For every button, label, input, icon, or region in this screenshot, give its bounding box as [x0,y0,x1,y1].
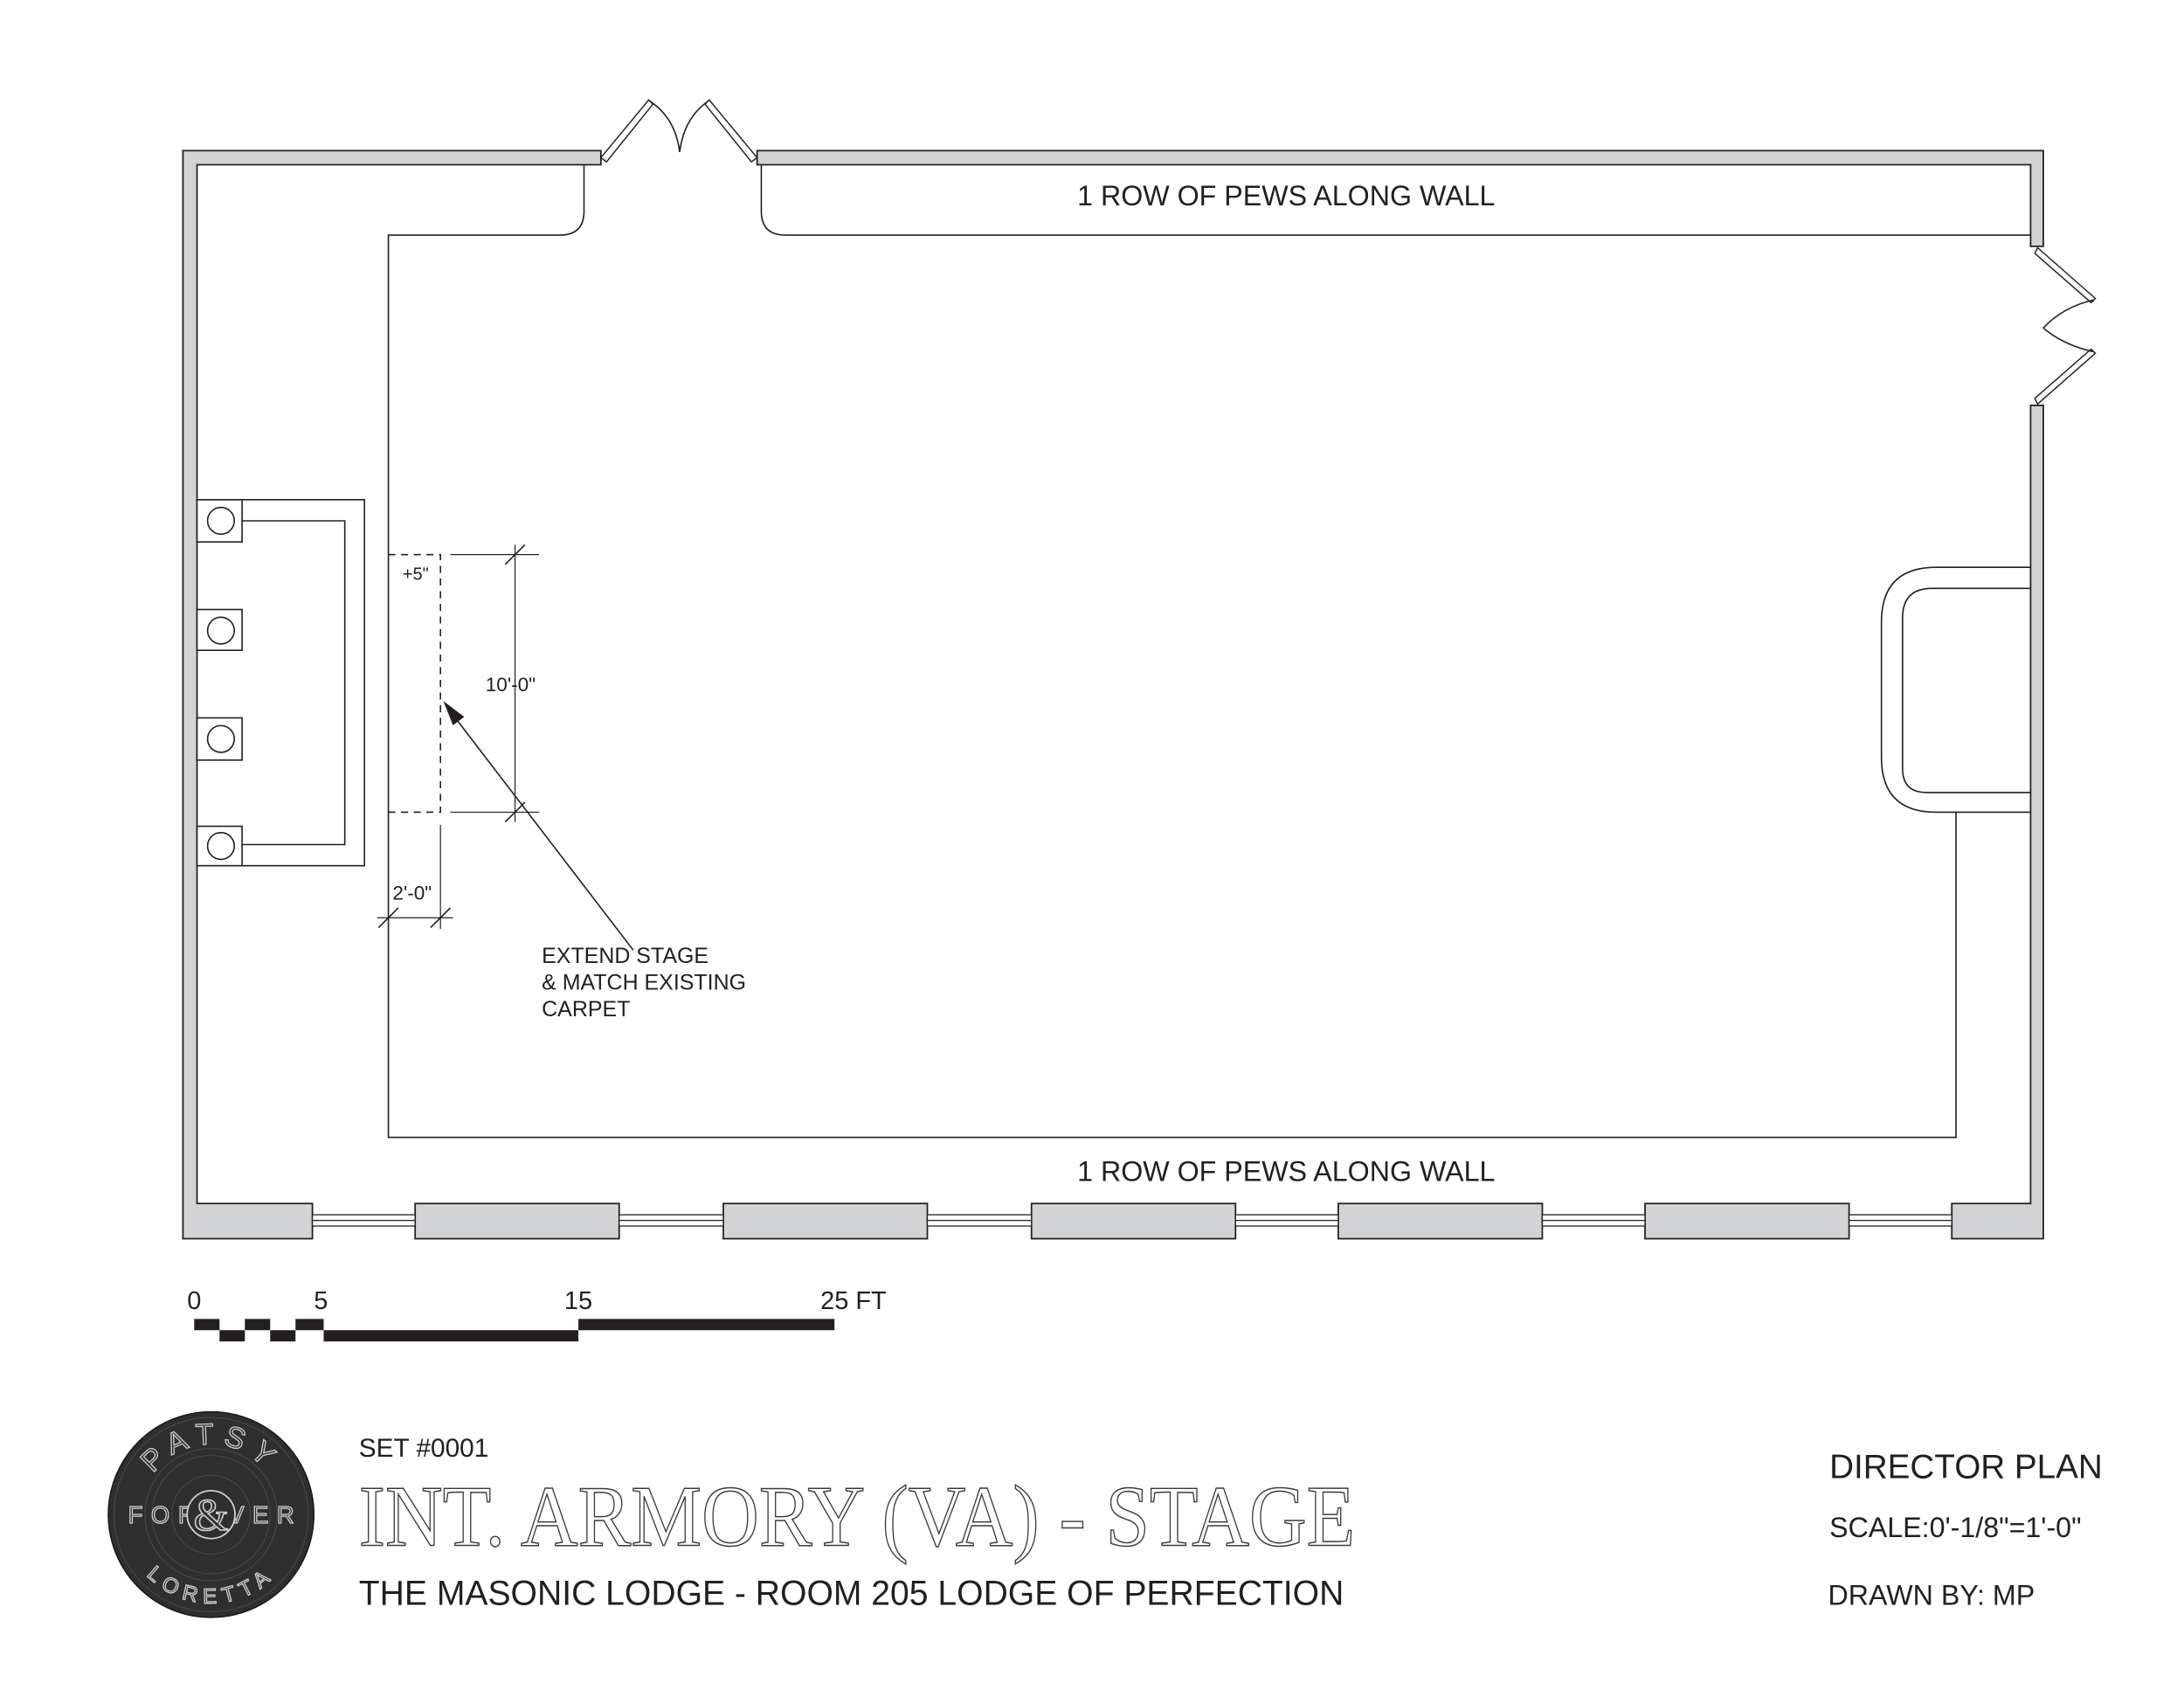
door-leaf [2034,348,2097,405]
door-leaf [2034,246,2097,304]
walls [182,149,2044,1240]
door-swing-arc [649,100,681,153]
south-wall-pier [722,1202,929,1240]
dimension-tick [504,544,526,565]
stage-note-line: EXTEND STAGE [542,944,708,968]
patsy-and-loretta-logo: PATSY LORETTA FOREVER & [107,1410,315,1618]
drawing-scale: SCALE:0'-1/8"=1'-0" [1829,1512,2081,1543]
window [619,1214,724,1227]
pew-line-west [387,164,1957,1139]
double-door-north [599,99,758,163]
south-wall-pier [1644,1202,1850,1240]
door-leaf [704,99,758,163]
dimension-tick [430,907,452,929]
stage-inner-edge [242,520,346,846]
scale-bar-segment [578,1319,835,1331]
logo-groove [171,1474,252,1555]
scale-bar-segment [295,1319,324,1331]
dimension-length: 10'-0" [450,544,539,823]
south-windows [311,1214,1952,1227]
stage-extension-rise-label: +5" [403,565,429,585]
stage-fixture-box [196,825,243,867]
dimension-tick [377,907,399,929]
logo-groove [151,1455,271,1575]
stage-fixture-circle [206,831,236,861]
leader-arrowhead [443,701,465,726]
east-platform [1880,566,2031,814]
drawn-by: DRAWN BY: MP [1828,1579,2035,1610]
stage-fixture-box [196,499,243,543]
scale-bar-label: 5 [314,1287,328,1315]
dimension-depth: 2'-0" [377,824,453,930]
door-swing-arc [679,100,708,153]
east-platform-inner [1902,587,2031,793]
logo-ampersand: & [194,1491,229,1541]
door-swing-arc [2042,299,2095,329]
window [311,1214,416,1227]
scale-bar-segment [270,1330,296,1342]
scale-bar-label: 15 [564,1287,592,1315]
window [1541,1214,1646,1227]
east-platform-outer [1880,566,2031,814]
scale-bar-segment [245,1319,271,1331]
location-line: THE MASONIC LODGE - ROOM 205 LODGE OF PE… [359,1573,1344,1612]
scale-bar-label: 25 FT [820,1287,887,1315]
pew-line-north [760,164,2031,236]
existing-stage [196,499,366,867]
stage-note-leader: EXTEND STAGE & MATCH EXISTING CARPET [443,701,746,1022]
plan-type: DIRECTOR PLAN [1829,1448,2103,1486]
scale-bar: 0 5 15 25 FT [187,1287,887,1342]
logo-groove [144,1448,278,1582]
stage-fixture-circle [206,724,236,753]
door-swing-arc [2042,327,2095,353]
dimension-length-label: 10'-0" [486,674,536,696]
stage-fixture-circle [206,616,236,645]
stage-fixture-box [196,608,243,652]
dimension-depth-label: 2'-0" [392,882,432,904]
scale-bar-segment [219,1330,245,1342]
east-wall [1951,405,2044,1240]
pews-north-label: 1 ROW OF PEWS ALONG WALL [1077,180,1495,211]
stage-outline [197,499,366,867]
title-block: SET #0001 INT. ARMORY (VA) - STAGE THE M… [358,1434,2103,1612]
pews-south-label: 1 ROW OF PEWS ALONG WALL [1077,1155,1495,1187]
scene-title: INT. ARMORY (VA) - STAGE [359,1468,1355,1565]
north-wall [756,149,2044,247]
scale-bar-label: 0 [187,1287,201,1315]
double-door-east [2034,246,2097,405]
logo-groove [113,1417,309,1612]
stage-extension: +5" [388,553,441,814]
pew-boundary [387,164,2031,1139]
set-number: SET #0001 [359,1434,489,1463]
south-wall-pier [1030,1202,1237,1240]
window [1234,1214,1339,1227]
west-wall [182,149,602,1240]
stage-note-line: CARPET [542,997,630,1022]
window [926,1214,1033,1227]
leader-line [453,714,634,951]
stage-fixture-circle [206,506,236,536]
scale-bar-segment [194,1319,220,1331]
south-wall-pier [414,1202,620,1240]
logo-ampersand-disc [186,1489,236,1540]
dimension-tick [504,801,526,823]
scale-bar-segment [323,1330,579,1342]
door-leaf [599,99,654,163]
stage-extension-outline [388,553,441,814]
stage-note-line: & MATCH EXISTING [542,970,746,994]
window [1848,1214,1952,1227]
stage-fixture-box [196,717,243,761]
south-wall-pier [1337,1202,1544,1240]
